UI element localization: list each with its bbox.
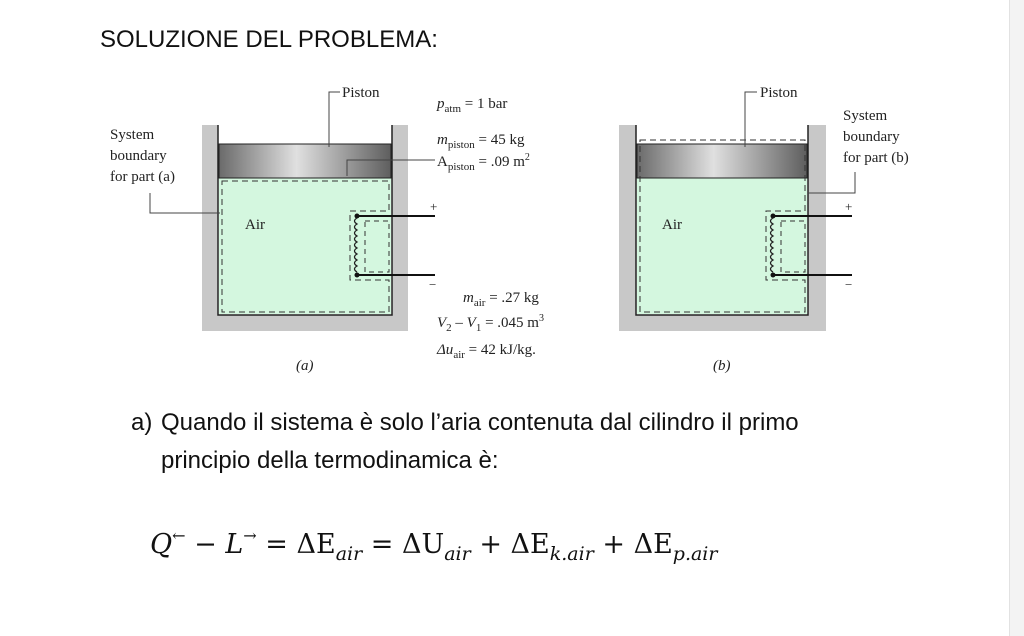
p-atm: patm = 1 bar bbox=[436, 96, 507, 115]
piston bbox=[636, 143, 808, 179]
piston bbox=[218, 143, 392, 179]
delta-u-air: Δuair = 42 kJ/kg. bbox=[436, 342, 536, 361]
system-boundary-b bbox=[639, 139, 806, 313]
air-region bbox=[219, 178, 391, 314]
plus-terminal: + bbox=[845, 199, 852, 214]
heating-coil-icon bbox=[769, 213, 852, 278]
list-marker: a) bbox=[131, 409, 153, 436]
plus-terminal: + bbox=[430, 199, 437, 214]
system-boundary-a bbox=[221, 180, 390, 313]
m-piston: mpiston = 45 kg bbox=[437, 132, 525, 151]
slide-title: SOLUZIONE DEL PROBLEMA: bbox=[100, 26, 438, 53]
minus-terminal: − bbox=[429, 277, 436, 292]
heating-coil-icon bbox=[353, 213, 435, 278]
paragraph-line-1: Quando il sistema è solo l’aria contenut… bbox=[161, 409, 799, 436]
piston-label: Piston bbox=[760, 85, 798, 101]
figure-b: + − Piston System boundary for part (b) … bbox=[619, 85, 909, 374]
minus-terminal: − bbox=[845, 277, 852, 292]
piston-label: Piston bbox=[342, 85, 380, 101]
paragraph-a: a) Quando il sistema è solo l’aria conten… bbox=[131, 404, 951, 480]
air-region bbox=[637, 178, 807, 314]
caption-b: (b) bbox=[713, 358, 731, 374]
volume-change: V2 – V1 = .045 m3 bbox=[437, 313, 544, 334]
scrollbar[interactable] bbox=[1009, 0, 1024, 636]
paragraph-line-2: principio della termodinamica è: bbox=[161, 447, 499, 474]
figure-a: + − Piston System boundary for part (a) … bbox=[110, 85, 544, 374]
boundary-label-a: System boundary for part (a) bbox=[110, 127, 175, 185]
air-label: Air bbox=[662, 217, 682, 233]
m-air: mair = .27 kg bbox=[463, 290, 539, 309]
caption-a: (a) bbox=[296, 358, 314, 374]
a-piston: Apiston = .09 m2 bbox=[437, 152, 530, 173]
air-label: Air bbox=[245, 217, 265, 233]
boundary-label-b: System boundary for part (b) bbox=[843, 108, 909, 166]
first-law-equation: Q← − L→ = ΔEair = ΔUair + ΔEk.air + ΔEp.… bbox=[150, 526, 718, 565]
